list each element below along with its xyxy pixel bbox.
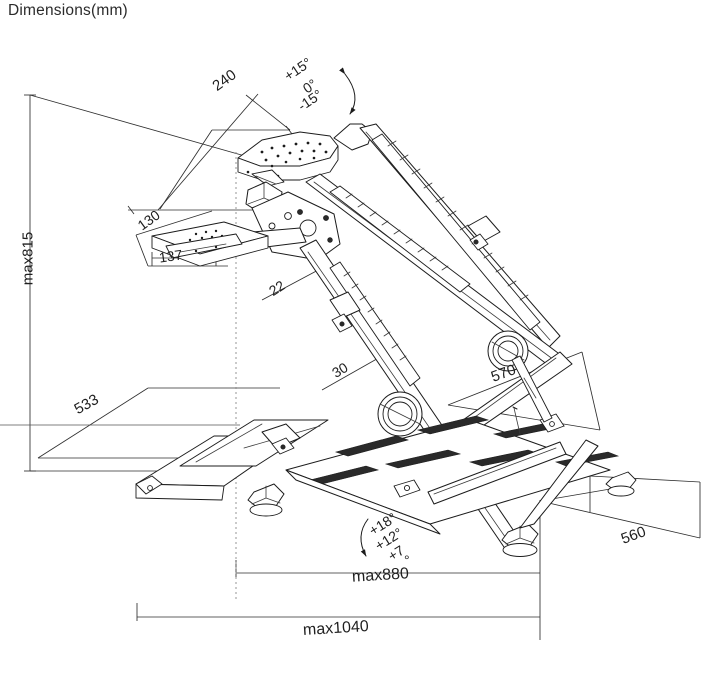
upper-parallel-beam (305, 173, 563, 369)
dim-label-max880: max880 (351, 565, 410, 586)
tilt-arc-top (339, 67, 356, 115)
tilt-arc-bottom (360, 518, 369, 557)
top-monitor-plate (237, 131, 339, 187)
center-pivot-hub (377, 391, 423, 437)
right-vertical-post (427, 355, 599, 529)
upper-arm-assembly (333, 123, 561, 349)
angle-label-plus7-degree: ° (404, 552, 410, 568)
dimension-ticks (127, 125, 293, 215)
dim-label-max815: max815 (19, 231, 37, 286)
dimension-lines (0, 93, 701, 640)
page-title: Dimensions(mm) (8, 2, 128, 19)
accessory-mount-plate (151, 221, 269, 267)
work-platform (285, 406, 620, 535)
dim-label-137: 137 (158, 246, 184, 266)
base-frame-rails (135, 419, 329, 501)
